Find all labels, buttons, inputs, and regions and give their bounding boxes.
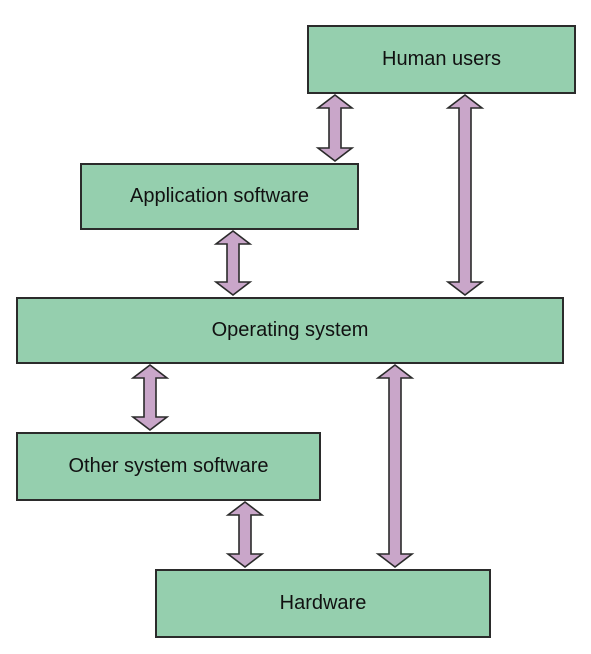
arrow-operating-system-hardware: [375, 363, 415, 569]
node-label-application-software: Application software: [130, 185, 309, 207]
node-other-system-software: Other system software: [16, 432, 321, 501]
node-label-hardware: Hardware: [279, 592, 367, 614]
node-application-software: Application software: [80, 163, 359, 230]
node-label-human-users: Human users: [382, 48, 501, 70]
node-label-operating-system: Operating system: [211, 319, 369, 341]
arrow-operating-system-other-system-software: [130, 363, 170, 432]
node-hardware: Hardware: [155, 569, 491, 638]
node-operating-system: Operating system: [16, 297, 564, 364]
arrow-human-users-application-software: [315, 93, 355, 163]
node-human-users: Human users: [307, 25, 576, 94]
arrow-other-system-software-hardware: [225, 500, 265, 569]
node-label-other-system-software: Other system software: [68, 455, 269, 477]
arrow-human-users-operating-system: [445, 93, 485, 297]
arrow-application-software-operating-system: [213, 229, 253, 297]
